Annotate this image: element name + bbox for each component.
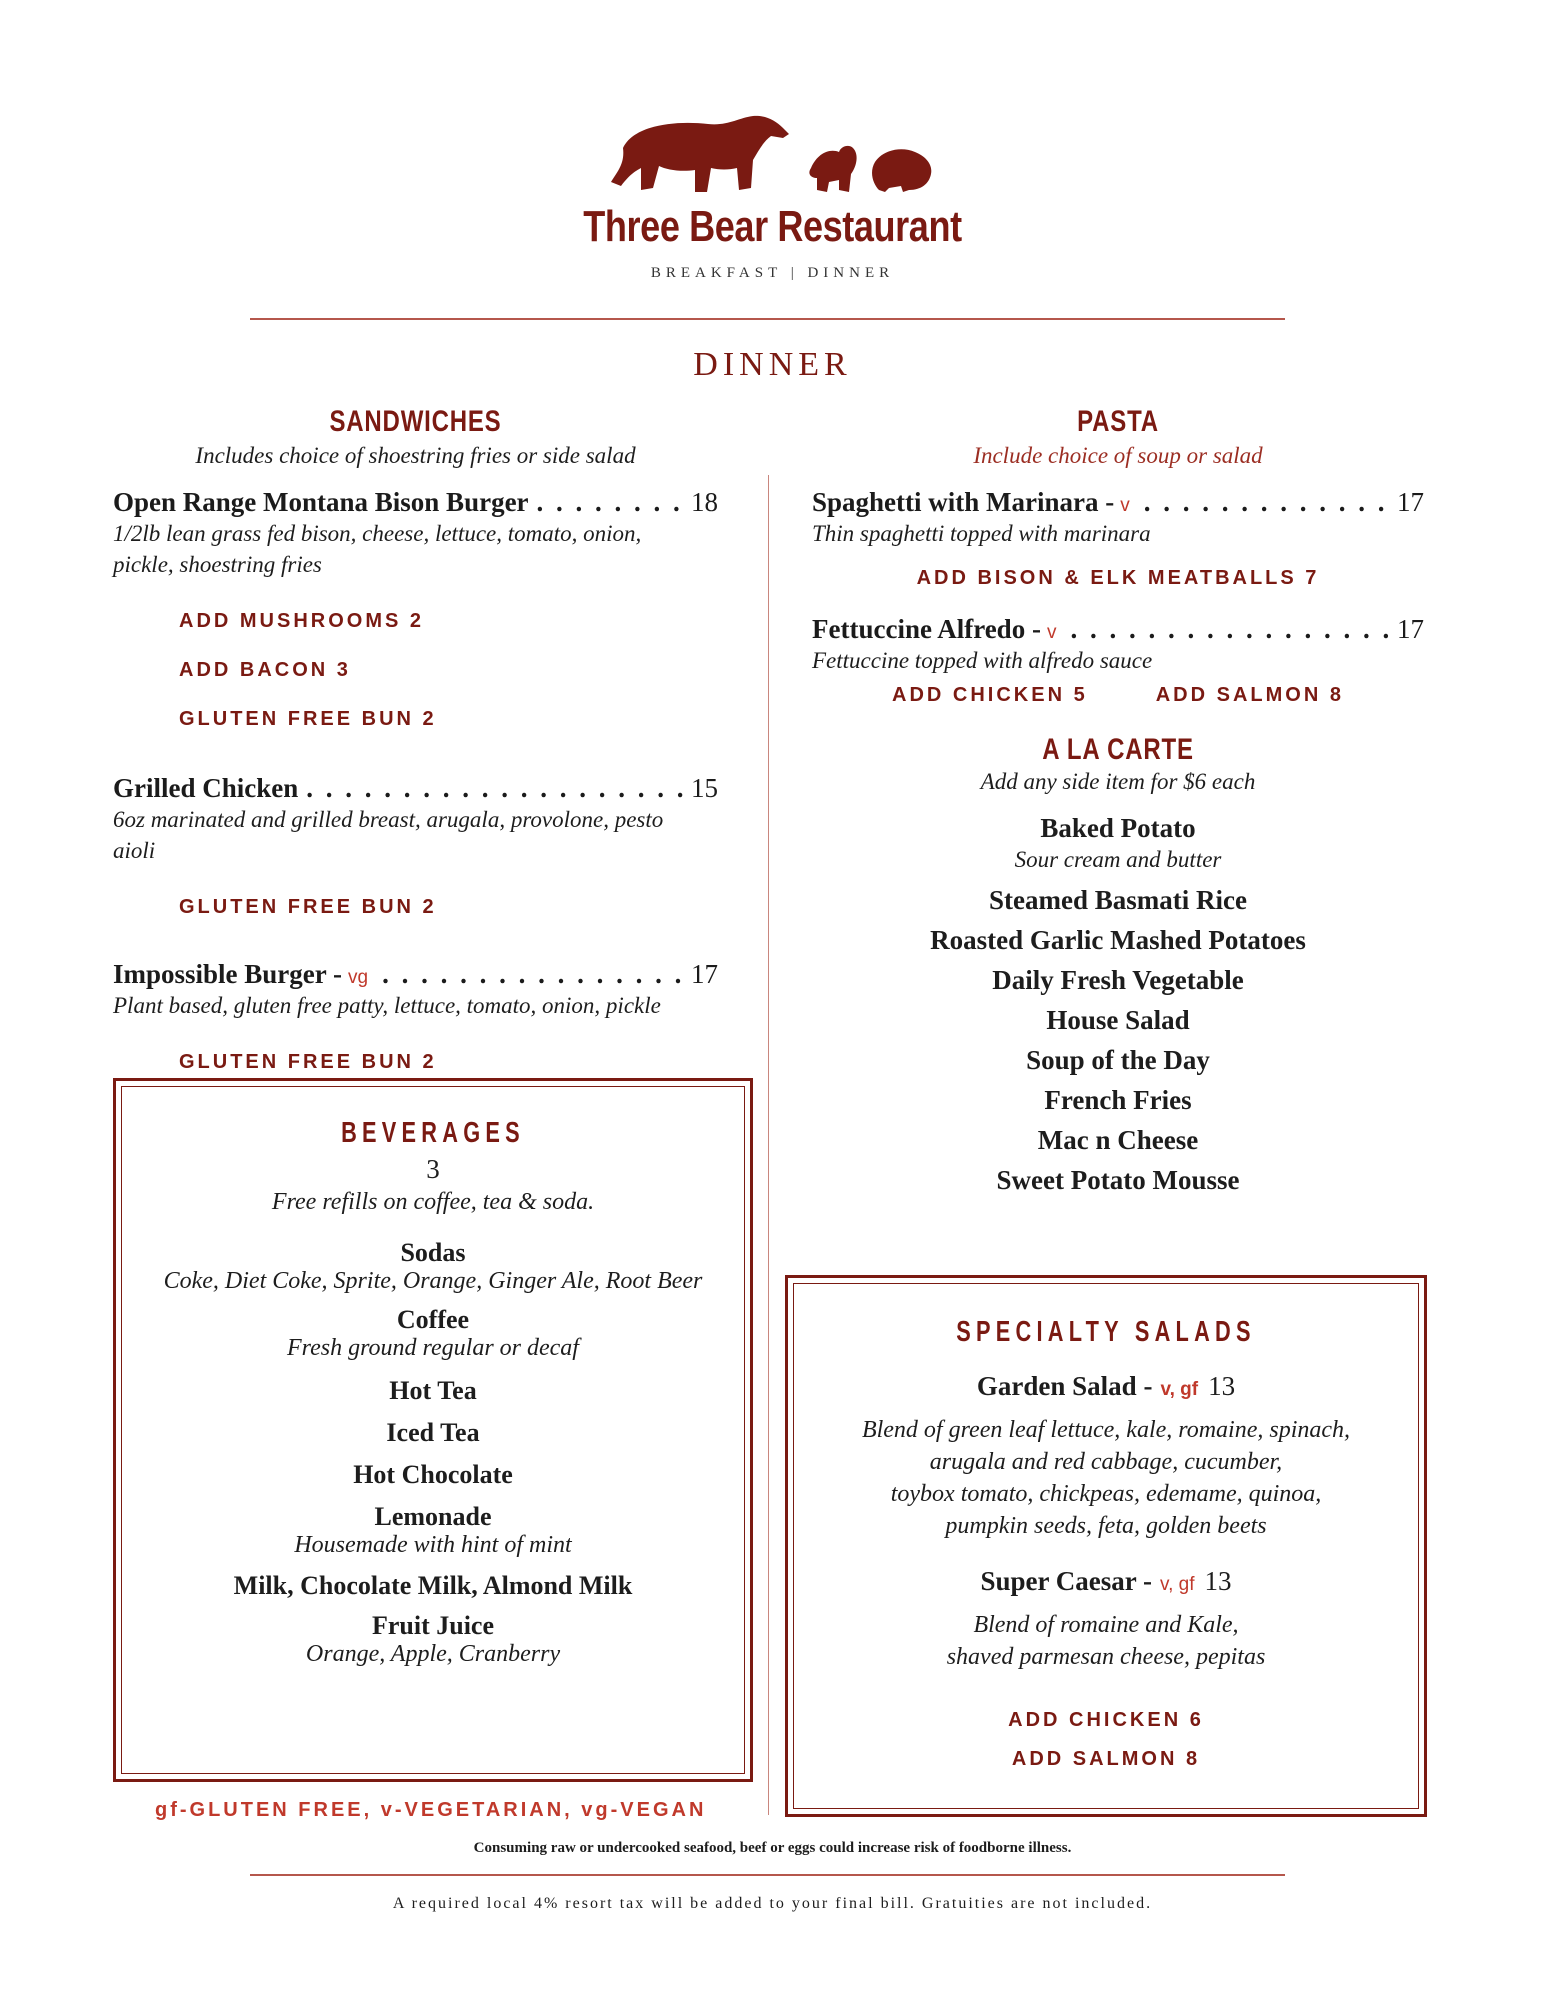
- diet-tag: v: [1046, 622, 1057, 643]
- restaurant-name: Three Bear Restaurant: [583, 202, 962, 251]
- beverage-description: Orange, Apple, Cranberry: [305, 1641, 561, 1667]
- sandwiches-section: SANDWICHES Includes choice of shoestring…: [113, 405, 718, 1074]
- specialty-salads-box: SPECIALTY SALADS Garden Salad - v, gf 13…: [785, 1275, 1427, 1817]
- diet-tag: v: [1120, 495, 1130, 516]
- item-name: Fettuccine Alfredo -: [812, 614, 1041, 644]
- beverage-name: Hot Chocolate: [353, 1460, 513, 1489]
- addon: GLUTEN FREE BUN 2: [179, 1051, 437, 1073]
- item-description: 6oz marinated and grilled breast, arugal…: [113, 807, 664, 863]
- beverage-description: Coke, Diet Coke, Sprite, Orange, Ginger …: [163, 1268, 703, 1294]
- salad-item: Garden Salad - v, gf 13: [788, 1371, 1424, 1402]
- leader-dots: . . . . . . . . . . . . . . . . . . . . …: [382, 959, 683, 989]
- logo: [0, 108, 1545, 203]
- leader-dots: . . . . . . . . . . . . . . . . . . . . …: [306, 773, 683, 803]
- a-la-carte-section: A LA CARTE Add any side item for $6 each…: [812, 733, 1424, 1196]
- item-description: Thin spaghetti topped with marinara: [812, 521, 1151, 546]
- three-bears-logo-icon: [610, 115, 931, 192]
- menu-item: Open Range Montana Bison Burger . . . . …: [113, 487, 718, 731]
- salad-price: 13: [1204, 1566, 1232, 1596]
- section-note: Include choice of soup or salad: [973, 443, 1263, 468]
- item-price: 15: [691, 773, 718, 803]
- leader-dots: . . . . . . . . . . . . . . . . . . . . …: [1143, 487, 1389, 517]
- page-title: DINNER: [693, 346, 852, 383]
- item-name: Spaghetti with Marinara -: [812, 487, 1115, 517]
- addon: ADD CHICKEN 6: [1008, 1709, 1204, 1731]
- side-item: Baked Potato: [1040, 813, 1196, 843]
- item-description: 1/2lb lean grass fed bison, cheese, lett…: [113, 521, 642, 577]
- item-name: Open Range Montana Bison Burger: [113, 487, 529, 517]
- side-item: Daily Fresh Vegetable: [992, 965, 1244, 995]
- section-title: A LA CARTE: [1042, 733, 1194, 766]
- section-note: Add any side item for $6 each: [980, 769, 1256, 794]
- salad-description: Blend of green leaf lettuce, kale, romai…: [861, 1417, 1351, 1539]
- beverage-name: Sodas: [400, 1238, 466, 1267]
- footer-divider: [250, 1874, 1285, 1876]
- side-item: Sweet Potato Mousse: [996, 1165, 1240, 1195]
- item-price: 17: [691, 959, 718, 989]
- column-divider: [768, 475, 769, 1815]
- addon: ADD BACON 3: [179, 659, 351, 681]
- menu-item: Fettuccine Alfredo - v . . . . . . . . .…: [812, 614, 1424, 707]
- item-description: Plant based, gluten free patty, lettuce,…: [113, 993, 661, 1018]
- salad-name: Super Caesar -: [980, 1566, 1152, 1596]
- side-item: House Salad: [1046, 1005, 1190, 1035]
- beverage-description: Housemade with hint of mint: [294, 1532, 572, 1558]
- item-name: Impossible Burger -: [113, 959, 343, 989]
- salad-item: Super Caesar - v, gf 13: [788, 1566, 1424, 1597]
- addon: ADD CHICKEN 5: [892, 684, 1088, 706]
- salad-price: 13: [1208, 1371, 1236, 1401]
- menu-item: Impossible Burger - vg . . . . . . . . .…: [113, 959, 718, 1074]
- addon: ADD SALMON 8: [1011, 1748, 1201, 1770]
- item-description: Fettuccine topped with alfredo sauce: [812, 648, 1153, 673]
- item-price: 17: [1397, 614, 1424, 644]
- beverage-name: Iced Tea: [386, 1418, 480, 1447]
- side-item: French Fries: [1044, 1085, 1192, 1115]
- salad-name: Garden Salad -: [976, 1371, 1153, 1401]
- addon: GLUTEN FREE BUN 2: [179, 708, 437, 730]
- diet-tag: v, gf: [1160, 1574, 1195, 1595]
- salad-description: Blend of romaine and Kale, shaved parmes…: [946, 1612, 1266, 1670]
- menu-item: Spaghetti with Marinara - v . . . . . . …: [812, 487, 1424, 590]
- leader-dots: . . . . . . . . . . . . . . . . . . . . …: [1070, 614, 1389, 644]
- section-note: Includes choice of shoestring fries or s…: [195, 443, 636, 468]
- beverages-title: BEVERAGES: [341, 1117, 525, 1149]
- diet-legend: gf-GLUTEN FREE, v-VEGETARIAN, vg-VEGAN: [155, 1799, 707, 1821]
- item-price: 17: [1397, 487, 1424, 517]
- beverages-box: BEVERAGES 3 Free refills on coffee, tea …: [113, 1078, 753, 1782]
- leader-dots: . . . . . . . . . . . . . . . . . . . . …: [536, 487, 683, 517]
- beverages-price: 3: [426, 1154, 440, 1184]
- item-name: Grilled Chicken: [113, 773, 299, 803]
- beverage-name: Lemonade: [374, 1502, 492, 1531]
- menu-item: Grilled Chicken . . . . . . . . . . . . …: [113, 773, 718, 919]
- beverage-description: Fresh ground regular or decaf: [287, 1335, 579, 1361]
- section-title: SANDWICHES: [329, 405, 502, 438]
- header-divider: [250, 318, 1285, 320]
- addon: ADD SALMON 8: [1155, 684, 1344, 706]
- side-item: Mac n Cheese: [1037, 1125, 1199, 1155]
- diet-tag: vg: [348, 967, 369, 988]
- addon: GLUTEN FREE BUN 2: [179, 896, 437, 918]
- diet-tag: v, gf: [1160, 1379, 1199, 1400]
- side-item: Steamed Basmati Rice: [989, 885, 1247, 915]
- side-item: Soup of the Day: [1026, 1045, 1210, 1075]
- beverage-name: Hot Tea: [389, 1376, 477, 1405]
- restaurant-subtitle: BREAKFAST | DINNER: [650, 265, 895, 281]
- addon: ADD BISON & ELK MEATBALLS 7: [916, 567, 1320, 589]
- specialty-salads-title: SPECIALTY SALADS: [956, 1316, 1256, 1348]
- beverage-name: Coffee: [396, 1305, 470, 1334]
- pasta-section: PASTA Include choice of soup or salad Sp…: [812, 405, 1424, 1196]
- addon: ADD MUSHROOMS 2: [179, 610, 425, 632]
- item-price: 18: [691, 487, 718, 517]
- beverages-note: Free refills on coffee, tea & soda.: [271, 1189, 595, 1215]
- side-item-description: Sour cream and butter: [1014, 847, 1222, 872]
- food-safety-warning: Consuming raw or undercooked seafood, be…: [473, 1840, 1072, 1856]
- beverage-name: Milk, Chocolate Milk, Almond Milk: [233, 1571, 633, 1600]
- section-title: PASTA: [1077, 405, 1159, 438]
- beverage-name: Fruit Juice: [371, 1611, 495, 1640]
- side-item: Roasted Garlic Mashed Potatoes: [930, 925, 1306, 955]
- tax-note: A required local 4% resort tax will be a…: [392, 1895, 1153, 1912]
